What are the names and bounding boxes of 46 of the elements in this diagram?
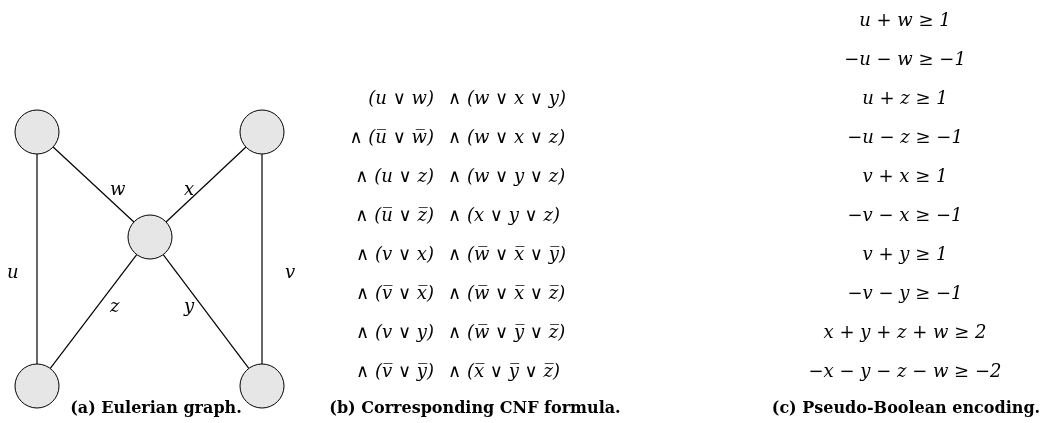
graph-edge — [52, 146, 135, 223]
cnf-clause: ∧ (u̅ ∨ w̅) — [349, 126, 434, 148]
cnf-clause: ∧ (v ∨ x) — [356, 243, 434, 265]
cnf-clause: ∧ (v ∨ y) — [356, 321, 434, 343]
cnf-clause: ∧ (x ∨ y ∨ z) — [448, 204, 560, 226]
edge-label: x — [184, 178, 195, 200]
vertex-circle — [127, 214, 173, 260]
cnf-clause: ∧ (w ∨ y ∨ z) — [448, 165, 566, 187]
edge-label: v — [285, 261, 296, 283]
vertex-circle — [239, 109, 285, 155]
inequality: v + x ≥ 1 — [862, 165, 948, 187]
inequality: u + w ≥ 1 — [859, 9, 951, 31]
inequality: v + y ≥ 1 — [862, 243, 948, 265]
cnf-clause: ∧ (v̅ ∨ x̅) — [356, 282, 434, 304]
inequality: −x − y − z − w ≥ −2 — [808, 360, 1002, 382]
vertex-circle — [14, 109, 60, 155]
cnf-clause: ∧ (u ∨ z) — [355, 165, 434, 187]
inequality: −u − w ≥ −1 — [844, 48, 966, 70]
cnf-clause: ∧ (w ∨ x ∨ z) — [448, 126, 566, 148]
graph-edge — [49, 253, 138, 370]
cnf-clause: ∧ (u̅ ∨ z̅) — [355, 204, 434, 226]
cnf-clause: ∧ (w̅ ∨ y̅ ∨ z̅) — [448, 321, 566, 343]
cnf-clause: ∧ (x̅ ∨ y̅ ∨ z̅) — [448, 360, 560, 382]
subfigure-caption: (a) Eulerian graph. — [70, 397, 242, 419]
edge-label: u — [7, 261, 19, 283]
vertex-circle — [239, 363, 285, 409]
graph-edge — [36, 153, 38, 365]
cnf-clause: ∧ (w ∨ x ∨ y) — [448, 87, 566, 109]
graph-edge — [165, 146, 247, 223]
subfigure-caption: (b) Corresponding CNF formula. — [329, 397, 621, 419]
edge-label: w — [110, 178, 126, 200]
graph-edge — [261, 153, 263, 365]
cnf-clause: (u ∨ w) — [368, 87, 434, 109]
inequality: x + y + z + w ≥ 2 — [823, 321, 987, 343]
inequality: −v − y ≥ −1 — [847, 282, 963, 304]
inequality: −v − x ≥ −1 — [847, 204, 963, 226]
cnf-clause: ∧ (v̅ ∨ y̅) — [356, 360, 434, 382]
edge-label: y — [184, 295, 195, 317]
cnf-clause: ∧ (w̅ ∨ x̅ ∨ z̅) — [448, 282, 566, 304]
inequality: −u − z ≥ −1 — [847, 126, 963, 148]
graph-edge — [162, 254, 250, 369]
subfigure-caption: (c) Pseudo-Boolean encoding. — [771, 397, 1041, 419]
edge-label: z — [110, 295, 120, 317]
vertex-circle — [14, 363, 60, 409]
inequality: u + z ≥ 1 — [862, 87, 948, 109]
cnf-clause: ∧ (w̅ ∨ x̅ ∨ y̅) — [448, 243, 566, 265]
